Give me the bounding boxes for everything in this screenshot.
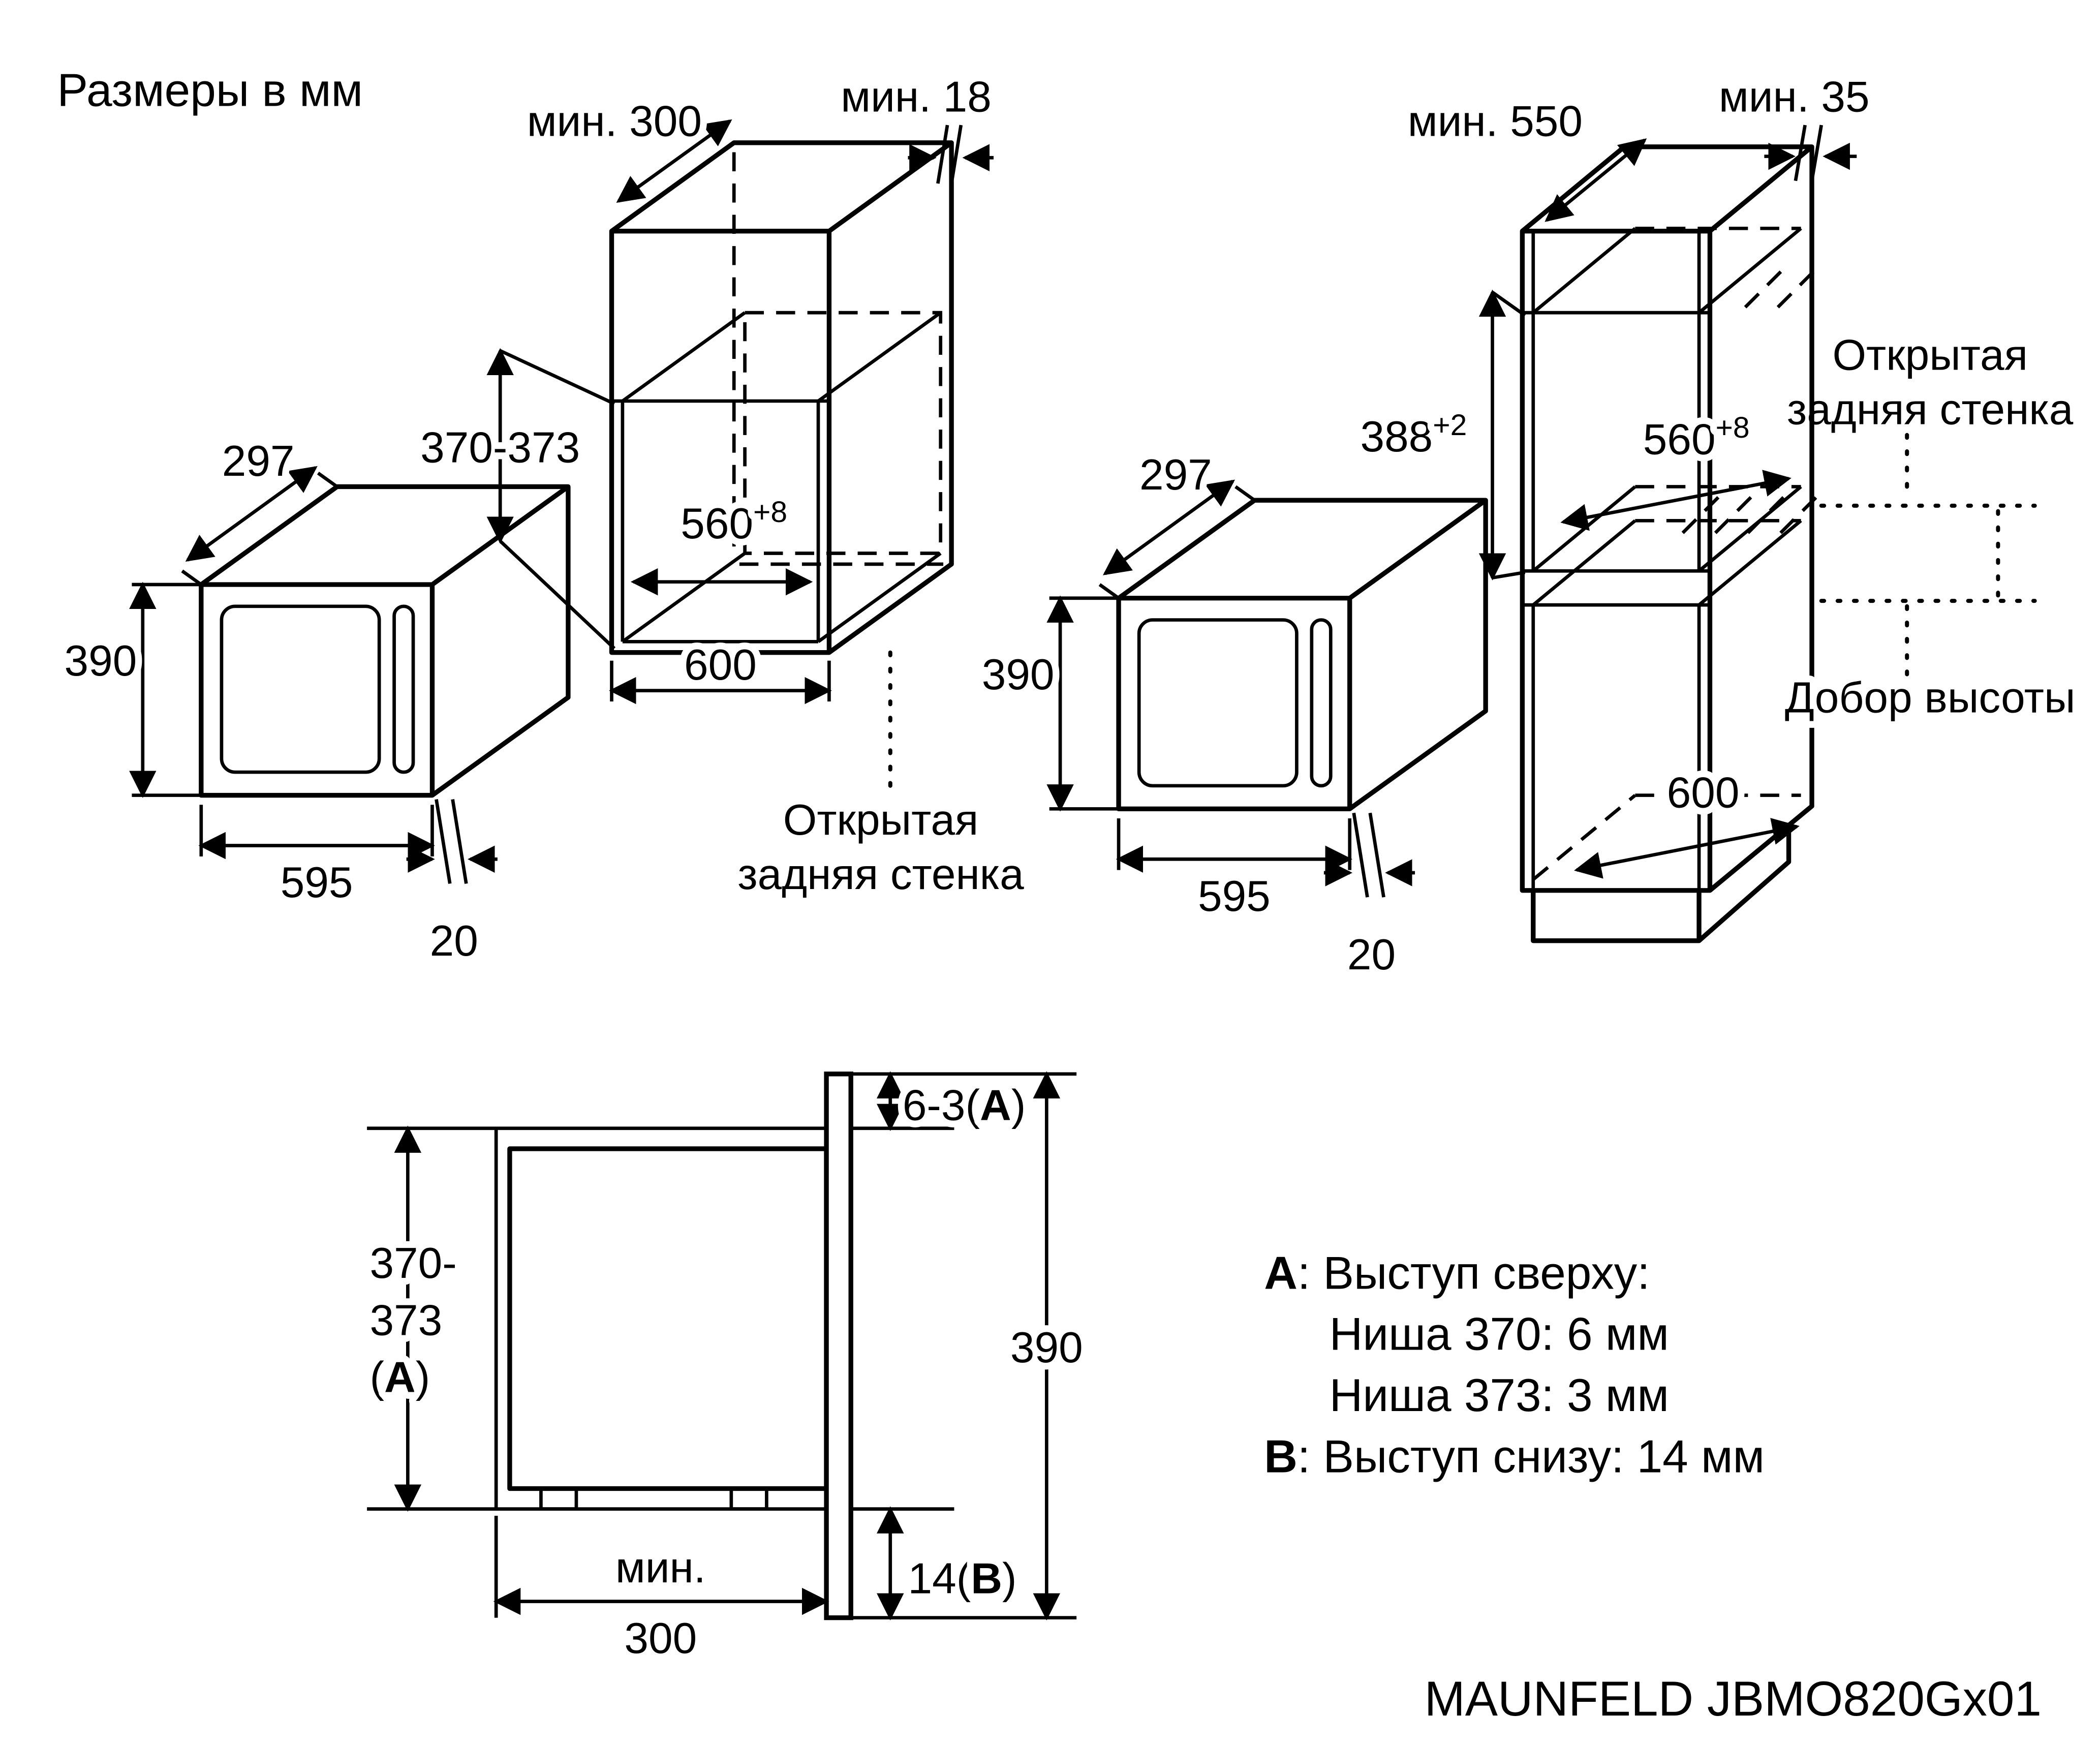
dim-label-gap-top: 6-3(A) (903, 1082, 1026, 1130)
dim-label-height: 390 (982, 651, 1055, 699)
wall-cabinet-hidden-back-edges (732, 152, 944, 566)
note-a-line2: Ниша 373: 3 мм (1330, 1370, 1669, 1421)
dim-depth-600: 600 (1574, 762, 1800, 879)
dim-width-595: 595 (1116, 818, 1353, 921)
note-b-title: B: Выступ снизу: 14 мм (1264, 1431, 1765, 1482)
wall-cabinet-niche-opening (611, 399, 829, 644)
wall-cabinet-figure: мин. 300 мин. 18 370-373 560+8 600 Откры… (414, 66, 1024, 899)
note-a-title: A: Выступ сверху: (1264, 1247, 1650, 1299)
diagram-title: Размеры в мм (57, 65, 363, 116)
dim-min-side-35: мин. 35 (1712, 66, 1876, 181)
microwave-handle (1310, 618, 1333, 788)
dim-label-depth: 600 (1667, 769, 1740, 817)
open-back-label-line1: Открытая (783, 796, 978, 844)
open-back-label-line1: Открытая (1832, 331, 2027, 379)
dim-section-niche-height: 370- 373 (A) (363, 1125, 464, 1512)
microwave-handle (392, 604, 415, 774)
note-a-line1: Ниша 370: 6 мм (1330, 1309, 1669, 1360)
dim-label-front-height: 390 (1010, 1324, 1083, 1372)
dim-label-depth: 297 (222, 437, 295, 485)
dim-label-min-depth-value: 300 (624, 1614, 697, 1663)
tall-cabinet-plinth (1531, 822, 1792, 943)
dim-min-depth-550: мин. 550 (1401, 90, 1647, 222)
dim-depth-297: 297 (181, 431, 338, 586)
dim-min-top-300: мин. 300 (520, 90, 732, 203)
dim-section-front-height: 390 (1004, 1071, 1090, 1620)
dim-height-390: 390 (975, 595, 1119, 812)
dim-door-offset-20: 20 (1323, 812, 1415, 979)
dim-door-offset-20: 20 (406, 799, 498, 965)
microwave-figure-left: 297 390 595 20 (57, 431, 571, 965)
open-back-label-line2: задняя стенка (737, 850, 1024, 899)
wall-cabinet-niche-depth-lines (621, 311, 942, 644)
dim-depth-297: 297 (1098, 444, 1256, 600)
dim-label-width: 595 (281, 859, 353, 907)
dim-height-390: 390 (57, 582, 201, 798)
dim-label-outer-width: 600 (684, 641, 757, 689)
dim-label-niche-height-l2: 373 (369, 1296, 442, 1344)
microwave-figure-right: 297 390 595 20 (975, 444, 1488, 979)
dim-niche-width-560: 560+8 (1560, 405, 1792, 531)
dim-label-niche-height: 370-373 (420, 423, 580, 472)
dim-label-min-side: мин. 18 (841, 73, 992, 121)
brand-model-label: MAUNFELD JBMO820Gx01 (1425, 1672, 2042, 1726)
wall-cabinet-outline (609, 140, 954, 655)
installation-notes: A: Выступ сверху: Ниша 370: 6 мм Ниша 37… (1264, 1247, 1765, 1482)
dim-label-min-side: мин. 35 (1719, 73, 1870, 121)
section-microwave-feet (539, 1487, 768, 1511)
dim-label-niche-height-l1: 370- (369, 1239, 456, 1288)
open-back-leader-lines (1819, 433, 2037, 679)
dim-label-height: 390 (65, 637, 137, 685)
dim-label-min-top: мин. 300 (527, 97, 702, 145)
section-niche-lines (367, 1072, 1077, 1619)
dim-niche-height-388: 388+2 (1353, 289, 1526, 580)
microwave-body-outline (1116, 498, 1488, 811)
dim-label-niche-height: 388+2 (1360, 409, 1467, 461)
dim-label-door-offset: 20 (430, 917, 478, 965)
tall-cabinet-shelf-lines (1522, 231, 1710, 891)
dim-section-min-depth: мин. 300 (493, 1537, 829, 1669)
open-back-label-line2: задняя стенка (1787, 385, 2074, 434)
section-front-frame (824, 1072, 853, 1620)
dim-niche-width-560: 560+8 (630, 489, 813, 596)
height-filler-label: Добор высоты (1785, 674, 2076, 722)
dim-min-side-18: мин. 18 (834, 66, 998, 184)
microwave-door-window (1137, 618, 1299, 788)
dim-label-width: 595 (1198, 872, 1271, 921)
dim-outer-width-600: 600 (609, 634, 832, 705)
dim-label-min-depth: мин. 550 (1408, 97, 1583, 145)
microwave-body-outline (199, 484, 571, 798)
dim-label-min-depth-word: мин. (615, 1544, 706, 1592)
dim-label-niche-width: 560+8 (1643, 411, 1750, 464)
dim-label-gap-bottom: 14(B) (908, 1554, 1017, 1603)
dim-section-gap-top: 6-3(A) (877, 1071, 1033, 1137)
dim-label-door-offset: 20 (1347, 931, 1396, 979)
section-figure: 370- 373 (A) 6-3(A) 390 14(B) мин. 300 (363, 1071, 1090, 1669)
dim-width-595: 595 (198, 805, 435, 907)
dim-label-niche-height-l3: (A) (369, 1354, 430, 1402)
microwave-door-window (220, 604, 381, 774)
dim-label-niche-width: 560+8 (681, 496, 787, 548)
section-microwave-body (507, 1146, 829, 1491)
dim-niche-height-370-373: 370-373 (414, 348, 616, 650)
dim-label-depth: 297 (1139, 451, 1212, 499)
dim-section-gap-bottom: 14(B) (877, 1506, 1024, 1620)
tall-cabinet-figure: мин. 550 мин. 35 388+2 560+8 600 Открыта… (1353, 66, 2082, 943)
